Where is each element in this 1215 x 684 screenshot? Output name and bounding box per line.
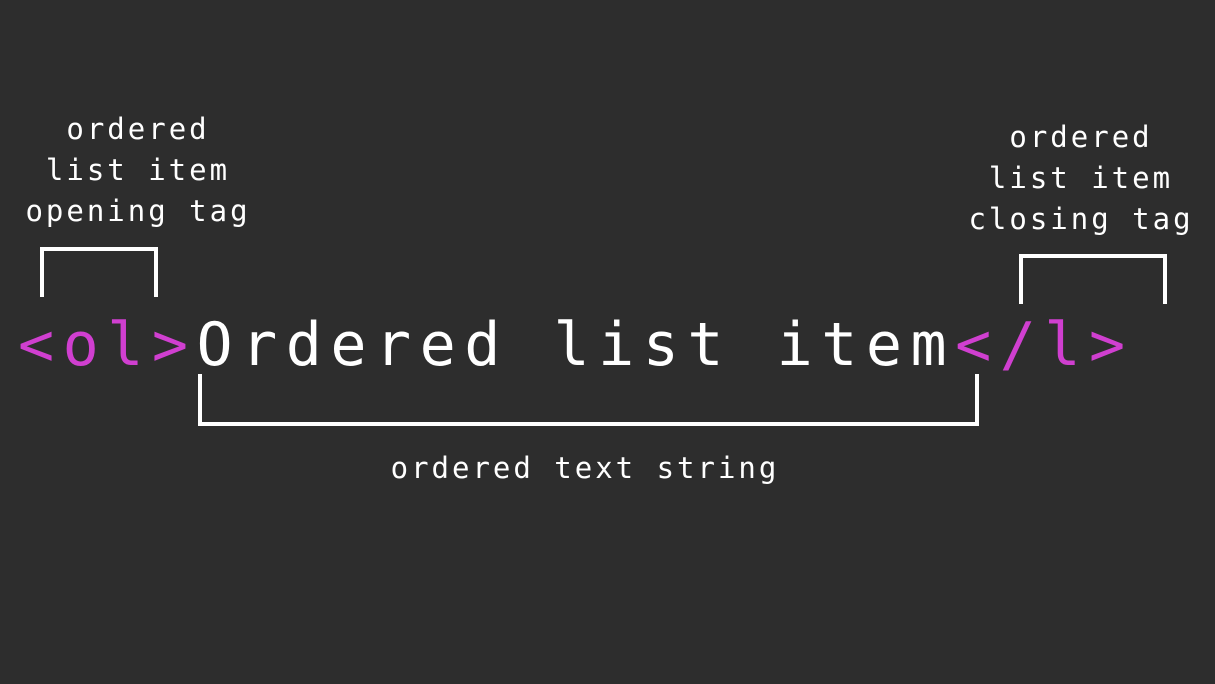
opening-tag-label: ordered list item opening tag	[18, 109, 258, 232]
closing-tag-label: ordered list item closing tag	[958, 117, 1204, 240]
closing-tag-label-line-1: ordered	[1009, 120, 1153, 154]
list-item-text: Ordered list item	[196, 310, 956, 380]
closing-tag-label-line-2: list item	[988, 161, 1174, 195]
text-string-label: ordered text string	[390, 451, 780, 485]
closing-tag: </l>	[955, 310, 1134, 380]
opening-tag-label-line-3: opening tag	[25, 194, 251, 228]
text-string-bracket	[198, 374, 979, 426]
closing-tag-bracket	[1019, 254, 1167, 304]
opening-tag-label-line-1: ordered	[66, 112, 210, 146]
opening-tag: <ol>	[18, 310, 197, 380]
opening-tag-label-line-2: list item	[45, 153, 231, 187]
closing-tag-label-line-3: closing tag	[968, 202, 1194, 236]
code-line: <ol>Ordered list item</l>	[18, 300, 1134, 390]
opening-tag-bracket	[40, 247, 158, 297]
